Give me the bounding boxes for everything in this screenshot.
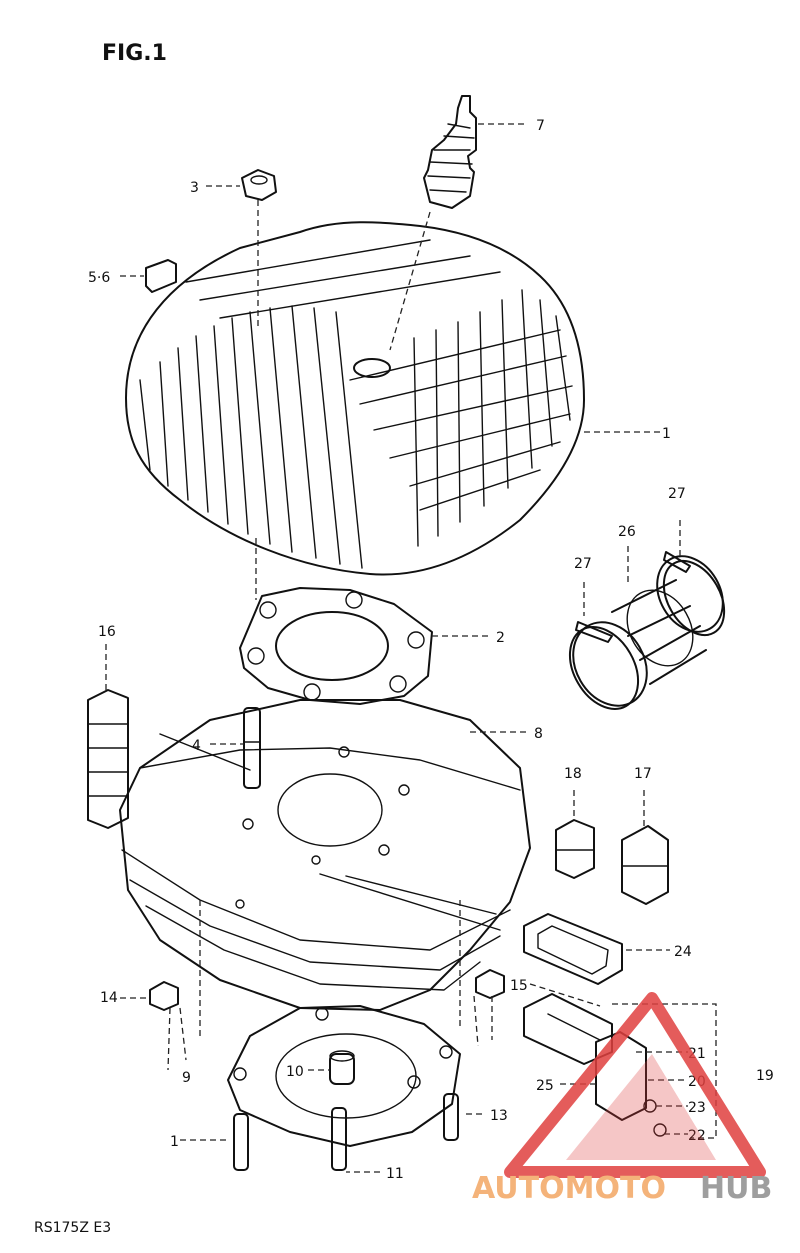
callout-27-right: 27: [668, 486, 686, 502]
cylinder-head: [125, 221, 585, 576]
callout-9: 9: [182, 1070, 191, 1086]
callout-labels: 7 3 5·6 1 2 27 26 27 16 8 4 18 17 24 15 …: [88, 118, 774, 1182]
watermark-hub: HUB: [700, 1171, 772, 1206]
callout-3: 3: [190, 180, 199, 196]
callout-25: 25: [536, 1078, 554, 1094]
leader-lines: [105, 123, 717, 1173]
callout-7: 7: [536, 118, 545, 134]
callout-24: 24: [674, 944, 692, 960]
callout-19: 19: [756, 1068, 774, 1084]
cylinder-nut-left: [149, 981, 179, 1011]
cylinder-fins: [121, 849, 511, 991]
gasket-stack-17: [621, 825, 669, 905]
callout-15: 15: [510, 978, 528, 994]
watermark-automoto: AUTOMOTO: [472, 1171, 666, 1206]
callout-14: 14: [100, 990, 118, 1006]
gasket-stack-left: [87, 689, 129, 829]
callout-11: 11: [386, 1166, 404, 1182]
base-stud-left: [233, 1113, 249, 1171]
callout-23: 23: [688, 1100, 706, 1116]
callout-10: 10: [286, 1064, 304, 1080]
watermark-text: AUTOMOTO HUB: [472, 1171, 772, 1206]
cylinder-nut-right: [475, 969, 505, 999]
cooling-fins: [139, 239, 573, 569]
dowel-pin: [329, 1050, 355, 1085]
callout-16: 16: [98, 624, 116, 640]
callout-17: 17: [634, 766, 652, 782]
base-gasket: [227, 1005, 461, 1147]
spark-plug: [423, 95, 477, 209]
callout-5-6: 5·6: [88, 270, 110, 286]
washer-block: [145, 259, 177, 293]
model-code: RS175Z E3: [34, 1220, 111, 1236]
callout-26: 26: [618, 524, 636, 540]
reed-valve-assembly: [523, 993, 667, 1137]
callout-8: 8: [534, 726, 543, 742]
hose-clamp-left: [568, 621, 640, 710]
callout-1-head: 1: [662, 426, 671, 442]
callout-4: 4: [192, 738, 201, 754]
head-nut: [241, 169, 277, 201]
figure-title: FIG.1: [102, 41, 167, 66]
callout-2: 2: [496, 630, 505, 646]
hose-clamp-right: [662, 551, 726, 636]
cylinder-stud: [243, 707, 261, 789]
callout-22: 22: [688, 1128, 706, 1144]
callout-1-stud: 1: [170, 1134, 179, 1150]
callout-18: 18: [564, 766, 582, 782]
callout-13: 13: [490, 1108, 508, 1124]
reed-valve-gasket: [523, 913, 623, 985]
gasket-stack-18: [555, 819, 595, 879]
callout-27-left: 27: [574, 556, 592, 572]
head-gasket: [239, 587, 433, 705]
base-stud-center: [331, 1107, 347, 1171]
watermark-logo: [504, 992, 766, 1178]
base-stud-right: [443, 1093, 459, 1141]
cylinder-block: [119, 699, 531, 1011]
